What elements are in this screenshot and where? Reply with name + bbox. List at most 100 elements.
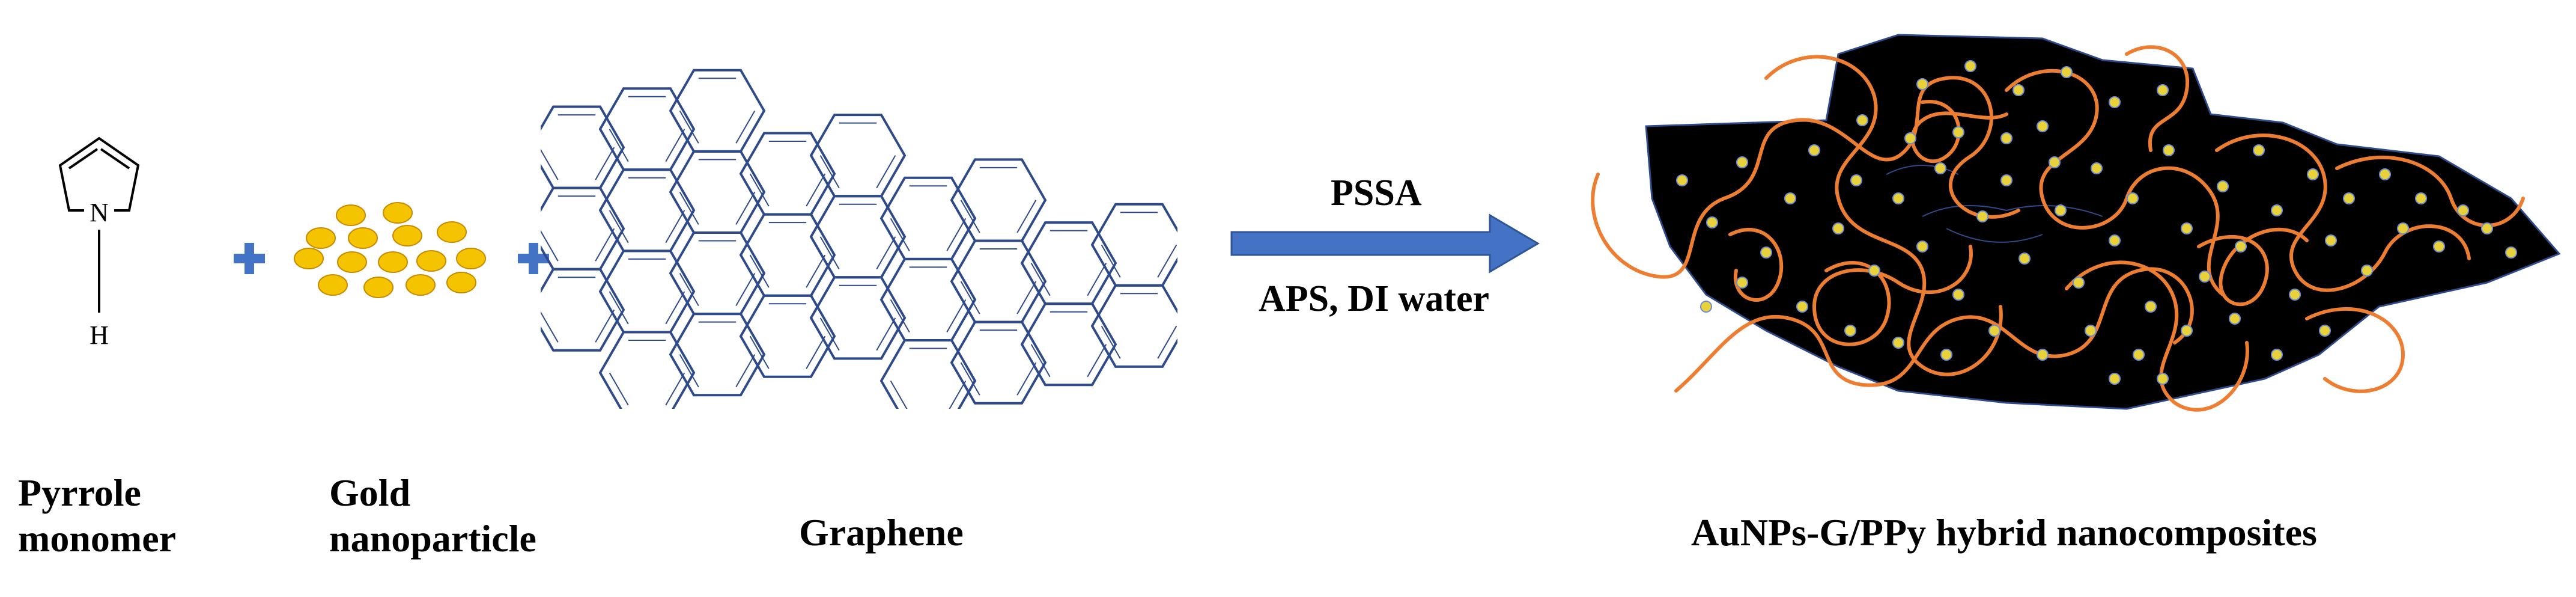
graphene-hexagon [950, 320, 1047, 405]
graphene-double-bond [890, 299, 910, 332]
ppy-chain [2125, 45, 2190, 152]
embedded-gold-nanoparticle [2457, 204, 2469, 216]
ppy-chain [1591, 76, 2020, 279]
gold-nanoparticle [456, 248, 486, 269]
graphene-double-bond [819, 317, 840, 351]
embedded-gold-nanoparticle [1964, 60, 1976, 72]
embedded-gold-nanoparticle [1916, 78, 1928, 90]
embedded-gold-nanoparticle [2433, 240, 2445, 253]
graphene-double-bond [679, 354, 699, 388]
embedded-gold-nanoparticle [2019, 253, 2031, 265]
embedded-gold-nanoparticle [2157, 373, 2169, 385]
embedded-gold-nanoparticle [2073, 277, 2085, 289]
graphene-double-bond [949, 381, 967, 409]
embedded-gold-nanoparticle [1736, 156, 1748, 168]
graphene-hexagon [809, 276, 907, 360]
graphene-double-bond [890, 218, 910, 251]
embedded-gold-nanoparticle [1856, 114, 1868, 126]
embedded-gold-nanoparticle [2319, 325, 2331, 337]
graphene-double-bond [679, 110, 699, 144]
embedded-gold-nanoparticle [1760, 246, 1772, 259]
graphene-double-bond [1016, 362, 1037, 396]
embedded-gold-nanoparticle [2037, 349, 2049, 361]
embedded-gold-nanoparticle [2271, 204, 2283, 216]
embedded-gold-nanoparticle [1796, 301, 1808, 313]
graphene-hexagon [879, 339, 977, 409]
product-label: AuNPs-G/PPy hybrid nanocomposites [1691, 511, 2317, 554]
graphene-double-bond [665, 372, 685, 406]
ppy-chain [2005, 69, 2225, 296]
gold-label-line1: Gold [329, 471, 411, 514]
graphene-double-bond [609, 372, 629, 406]
embedded-gold-nanoparticle [2289, 289, 2301, 301]
graphene-double-bond [541, 230, 559, 262]
embedded-gold-nanoparticle [2217, 180, 2229, 192]
embedded-gold-nanoparticle [2379, 168, 2391, 180]
embedded-gold-nanoparticle [1676, 174, 1688, 186]
graphene-double-bond [595, 309, 615, 343]
embedded-gold-nanoparticle [2127, 192, 2139, 204]
pyrrole-ring [58, 136, 140, 212]
embedded-gold-nanoparticle [2091, 162, 2103, 174]
embedded-gold-nanoparticle [2049, 156, 2061, 168]
graphene-double-bond [749, 335, 770, 369]
embedded-gold-nanoparticle [2157, 84, 2169, 96]
graphene-double-bond [806, 173, 826, 207]
embedded-gold-nanoparticle [2109, 234, 2121, 246]
graphene-double-bond [1087, 344, 1107, 378]
gold-nanoparticle [446, 272, 476, 293]
embedded-gold-nanoparticle [1976, 210, 1988, 222]
pyrrole-label: Pyrrole monomer [18, 470, 176, 562]
gold-nanoparticle [337, 251, 367, 273]
embedded-gold-nanoparticle [2253, 144, 2265, 156]
embedded-gold-nanoparticle [2000, 174, 2012, 186]
graphene-double-bond [876, 236, 896, 270]
embedded-gold-nanoparticle [2055, 204, 2067, 216]
graphene-double-bond [679, 191, 699, 225]
embedded-gold-nanoparticle [2085, 325, 2097, 337]
embedded-gold-nanoparticle [1952, 126, 1964, 138]
embedded-gold-nanoparticle [1940, 349, 1952, 361]
pyrrole-label-line2: monomer [18, 517, 177, 560]
gold-nanoparticle [318, 274, 348, 296]
nanocomposite-product [1591, 34, 2561, 412]
embedded-gold-nanoparticle [2000, 132, 2012, 144]
graphene-lattice [541, 69, 1177, 409]
embedded-gold-nanoparticle [2199, 271, 2211, 283]
gold-nanoparticle [383, 202, 413, 224]
embedded-gold-nanoparticle [1892, 192, 1904, 204]
graphene-double-bond [665, 210, 685, 243]
embedded-gold-nanoparticle [1784, 192, 1796, 204]
n-atom-mask [84, 200, 114, 224]
graphene-double-bond [735, 354, 756, 388]
gold-label: Gold nanoparticle [329, 470, 536, 562]
embedded-gold-nanoparticle [1832, 222, 1844, 234]
graphene-double-bond [735, 110, 756, 144]
graphene-double-bond [609, 291, 629, 325]
ppy-chain [2197, 227, 2309, 307]
embedded-gold-nanoparticle [1706, 216, 1718, 228]
graphene-sheet-fold [1886, 165, 2103, 243]
graphene-double-bond [541, 311, 559, 343]
embedded-gold-nanoparticle [2109, 373, 2121, 385]
graphene-hexagon [739, 294, 836, 378]
embedded-gold-nanoparticle [1904, 132, 1916, 144]
embedded-gold-nanoparticle [2037, 120, 2049, 132]
embedded-gold-nanoparticle [1844, 325, 1856, 337]
graphene-double-bond [960, 281, 980, 314]
graphene-hexagon [669, 313, 766, 397]
graphene-double-bond [679, 272, 699, 307]
embedded-gold-nanoparticle [2271, 349, 2283, 361]
gold-nanoparticle [306, 227, 336, 249]
graphene-double-bond [665, 129, 685, 162]
graphene-double-bond [1101, 325, 1121, 359]
graphene-label: Graphene [799, 511, 964, 554]
graphene-double-bond [1016, 281, 1037, 314]
arrow-reagent-above: PSSA [1331, 173, 1422, 213]
graphene-hexagon [598, 331, 696, 409]
embedded-gold-nanoparticle [2133, 349, 2145, 361]
graphene-double-bond [1101, 244, 1121, 278]
graphene-double-bond [876, 155, 896, 189]
pyrrole-structure: N H [58, 136, 140, 350]
